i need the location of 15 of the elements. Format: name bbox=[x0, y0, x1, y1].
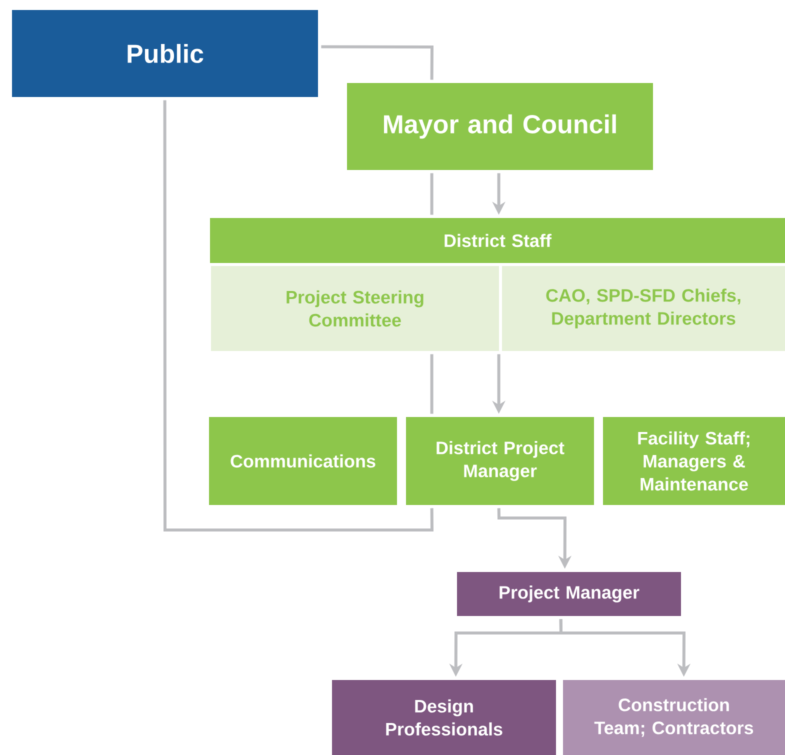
process-box: Communications bbox=[209, 416, 397, 505]
process-box: District Project Manager bbox=[406, 416, 594, 505]
table-cell: CAO, SPD-SFD Chiefs, Department Directors bbox=[502, 266, 785, 351]
header-band: District Staff bbox=[210, 218, 785, 263]
process-box: Public bbox=[12, 10, 318, 97]
connector-line bbox=[163, 100, 434, 532]
connector-line bbox=[321, 45, 434, 80]
connector-line bbox=[430, 354, 434, 414]
connector-line bbox=[430, 173, 434, 215]
table-cell: Project Steering Committee bbox=[211, 266, 499, 351]
process-box: Facility Staff; Managers & Maintenance bbox=[603, 416, 785, 505]
process-box: Mayor and Council bbox=[347, 83, 653, 170]
process-box: Design Professionals bbox=[332, 680, 556, 755]
process-box: Project Manager bbox=[457, 572, 681, 616]
process-box: Construction Team; Contractors bbox=[563, 680, 785, 755]
